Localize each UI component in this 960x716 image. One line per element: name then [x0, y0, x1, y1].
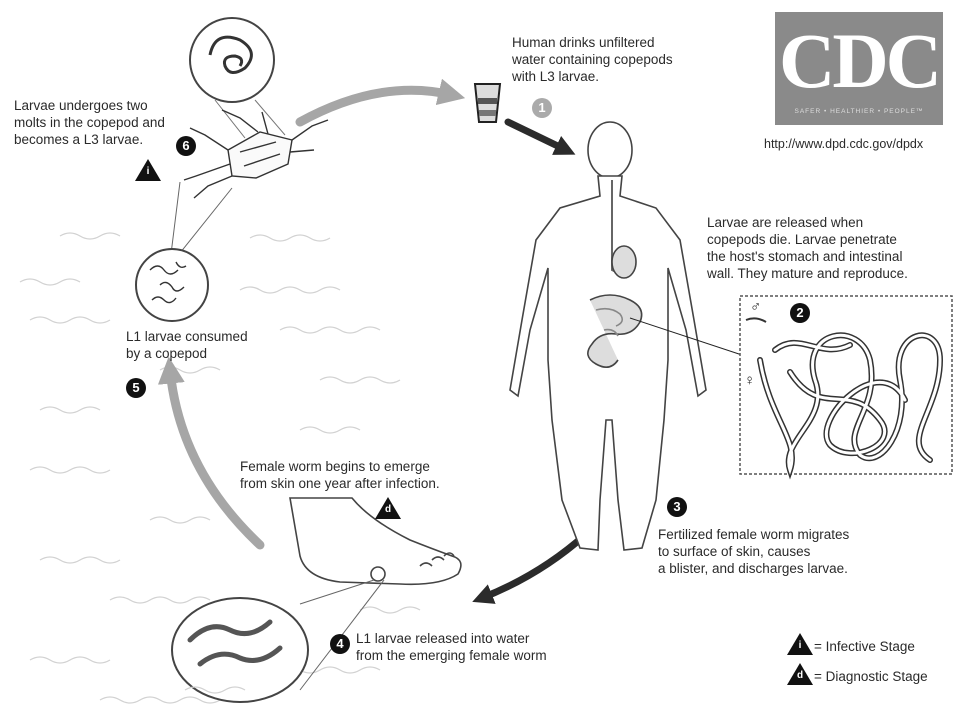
- diagnostic-stage-marker: d: [374, 496, 402, 520]
- cycle-arrow-copepod-to-human: [300, 90, 452, 122]
- cdc-logo-text: CDC: [775, 18, 943, 104]
- female-symbol: ♀: [744, 372, 755, 389]
- adult-worm-box: [740, 296, 952, 474]
- copepod-illustration: [184, 18, 328, 198]
- human-body: [510, 122, 706, 550]
- legend-infective-icon: i: [786, 632, 814, 656]
- l1-larvae-closeup: [172, 598, 308, 702]
- step-3-badge: 3: [667, 497, 687, 517]
- legend-diagnostic-letter: d: [786, 670, 814, 682]
- step-2-text: Larvae are released when copepods die. L…: [707, 214, 908, 282]
- arrow-glass-to-human: [508, 122, 566, 150]
- cdc-logo: CDC SAFER • HEALTHIER • PEOPLE™: [775, 12, 943, 125]
- legend-infective-letter: i: [786, 640, 814, 652]
- step-1-text: Human drinks unfiltered water containing…: [512, 34, 673, 85]
- infective-stage-marker-letter: i: [134, 166, 162, 178]
- legend-diagnostic-label: = Diagnostic Stage: [814, 668, 928, 685]
- step-4-text: L1 larvae released into water from the e…: [356, 630, 547, 664]
- step-1-badge: 1: [532, 98, 552, 118]
- water-glass: [475, 84, 500, 122]
- legend-diagnostic-icon: d: [786, 662, 814, 686]
- step-2-badge: 2: [790, 303, 810, 323]
- step-5-badge: 5: [126, 378, 146, 398]
- cdc-logo-tagline: SAFER • HEALTHIER • PEOPLE™: [775, 108, 943, 115]
- male-symbol: ♂: [750, 298, 761, 315]
- infective-stage-marker: i: [134, 158, 162, 182]
- copepod-larvae-closeup: [136, 182, 232, 321]
- arrow-body-to-foot: [482, 535, 585, 598]
- step-6-text: Larvae undergoes two molts in the copepo…: [14, 97, 165, 148]
- legend-infective-label: = Infective Stage: [814, 638, 915, 655]
- source-url: http://www.dpd.cdc.gov/dpdx: [764, 136, 923, 153]
- step-5-text: L1 larvae consumed by a copepod: [126, 328, 248, 362]
- emerge-note: Female worm begins to emerge from skin o…: [240, 458, 440, 492]
- step-3-text: Fertilized female worm migrates to surfa…: [658, 526, 849, 577]
- diagnostic-stage-marker-letter: d: [374, 504, 402, 516]
- step-6-badge: 6: [176, 136, 196, 156]
- step-4-badge: 4: [330, 634, 350, 654]
